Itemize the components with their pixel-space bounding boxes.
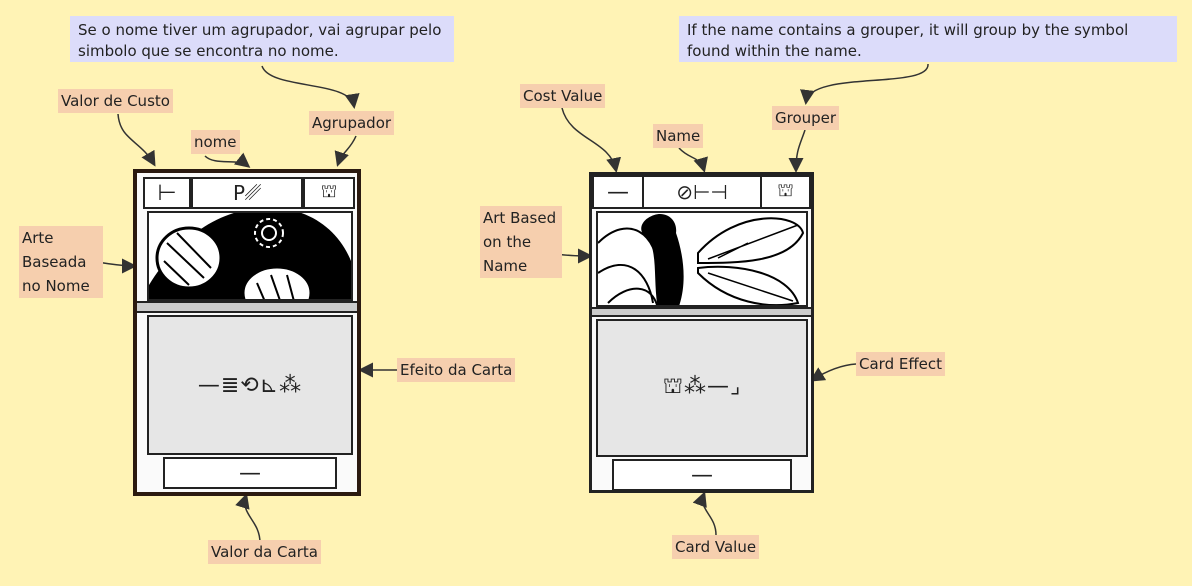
arrow-grouper-left xyxy=(334,135,357,167)
label-card-value-en: Card Value xyxy=(672,535,760,559)
card-art xyxy=(147,211,353,301)
value-cell: — xyxy=(163,457,337,489)
arrow-effect-right xyxy=(809,363,857,382)
grouper-cell: ⛫ xyxy=(760,175,811,209)
card-art xyxy=(596,211,808,307)
cost-cell: — xyxy=(592,175,644,209)
label-effect-en: Card Effect xyxy=(856,352,946,376)
card-right: — ⊘⊢⊣ ⛫ ⛫⁂—⌟ — xyxy=(589,172,814,493)
cost-cell: ⊢ xyxy=(143,177,191,209)
arrow-name-left xyxy=(204,152,251,168)
label-art-pt: Arte Baseada no Nome xyxy=(19,226,103,298)
label-grouper-pt: Agrupador xyxy=(309,111,395,135)
arrow-cost-right xyxy=(561,107,621,173)
arrow-grouper-right xyxy=(788,129,806,173)
arrow-name-right xyxy=(678,147,708,173)
label-name-en: Name xyxy=(653,124,704,148)
label-grouper-en: Grouper xyxy=(772,106,840,130)
label-art-en: Art Based on the Name xyxy=(480,206,562,278)
arrow-value-right xyxy=(692,491,717,536)
name-cell: P␥ xyxy=(191,177,303,209)
label-effect-pt: Efeito da Carta xyxy=(397,358,516,382)
note-grouper-en: If the name contains a grouper, it will … xyxy=(679,16,1177,62)
card-left: ⊢ P␥ ⛫ —≣⟲⊾⁂ — xyxy=(133,169,361,496)
card-divider xyxy=(592,307,811,317)
arrow-note-to-grouper-right xyxy=(800,63,929,105)
label-card-value-pt: Valor da Carta xyxy=(208,540,321,564)
effect-box: ⛫⁂—⌟ xyxy=(596,319,808,457)
arrow-note-to-grouper-left xyxy=(261,65,360,109)
arrow-value-left xyxy=(235,493,261,544)
arrow-cost-left xyxy=(117,113,156,167)
label-name-pt: nome xyxy=(191,130,240,154)
label-cost-value-pt: Valor de Custo xyxy=(58,89,173,113)
label-cost-value-en: Cost Value xyxy=(520,84,606,108)
value-cell: — xyxy=(612,459,792,491)
effect-box: —≣⟲⊾⁂ xyxy=(147,315,353,455)
grouper-cell: ⛫ xyxy=(303,177,355,209)
name-cell: ⊘⊢⊣ xyxy=(642,175,762,209)
note-grouper-pt: Se o nome tiver um agrupador, vai agrupa… xyxy=(70,16,454,62)
card-divider xyxy=(137,301,357,313)
